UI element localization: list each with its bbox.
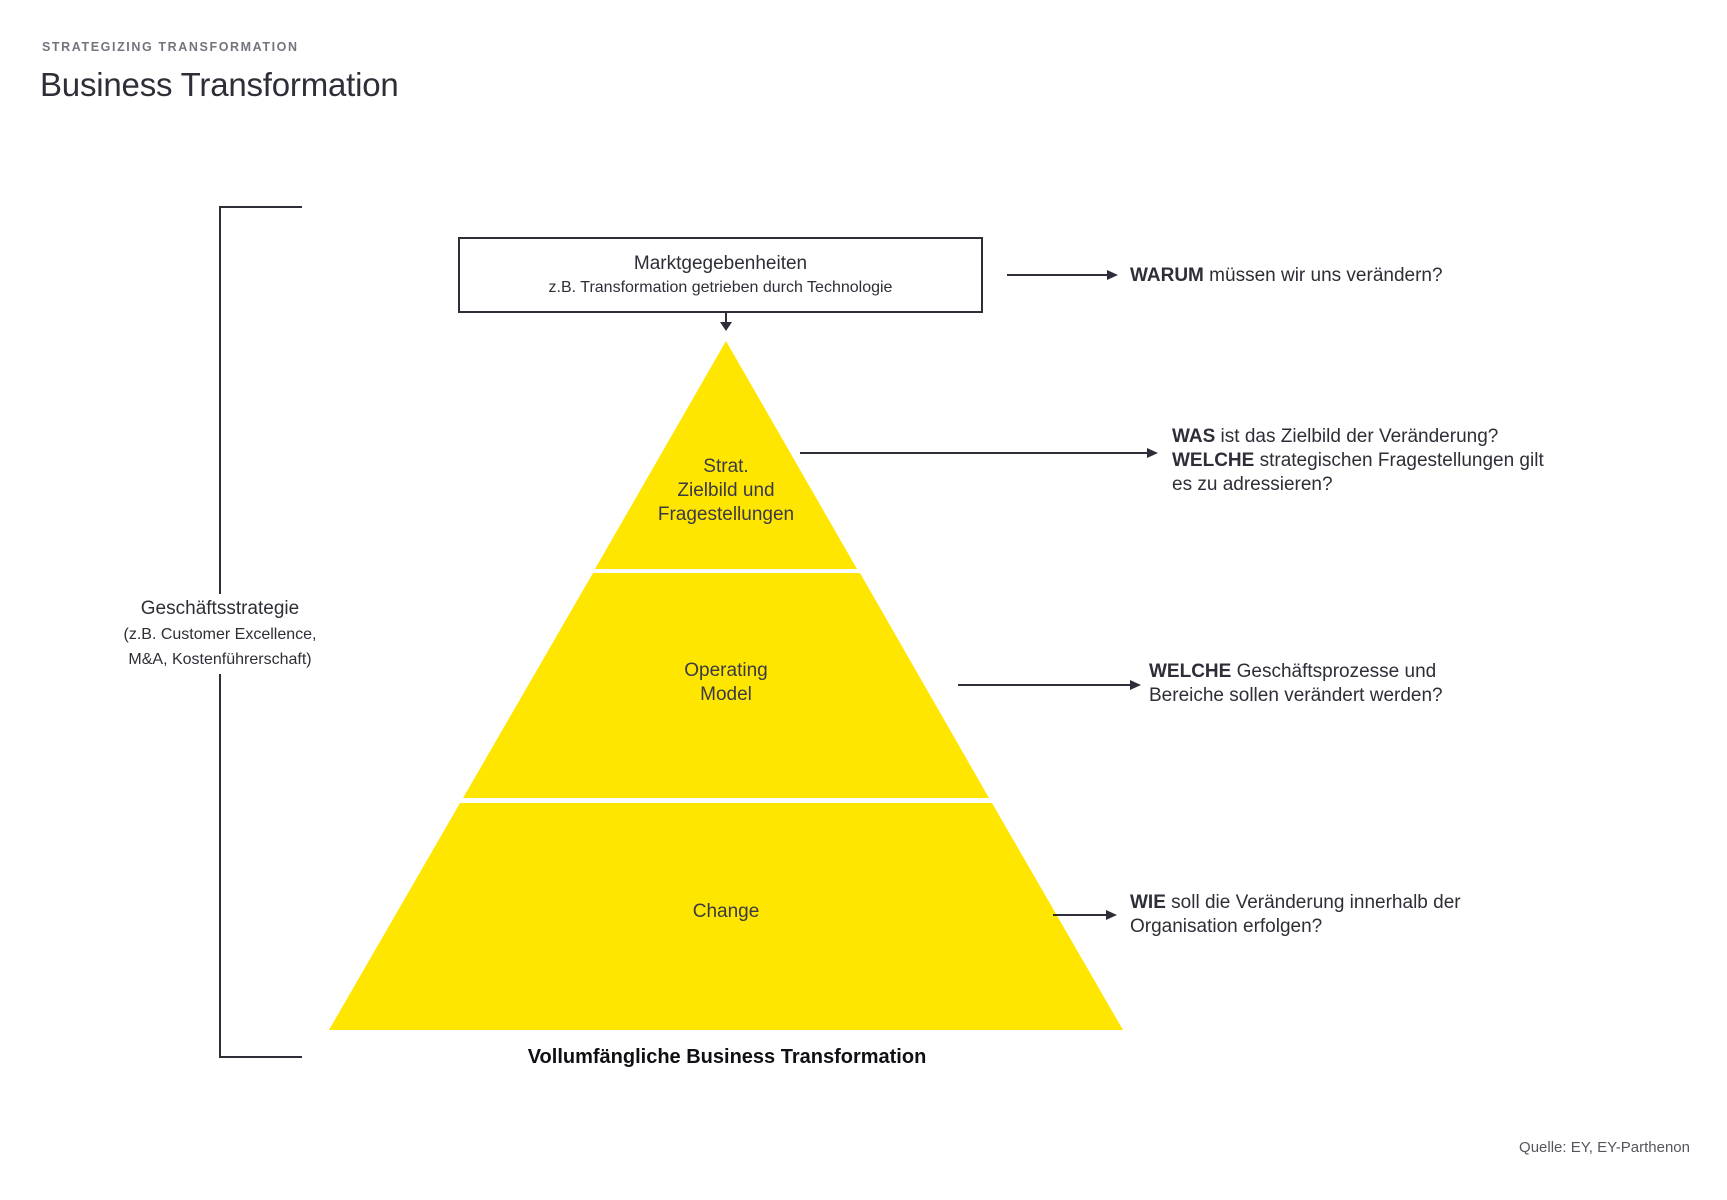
annotation-warum: WARUM müssen wir uns verändern? <box>1130 264 1443 288</box>
annotation-was-line1: WAS ist das Zielbild der Veränderung? <box>1172 425 1544 449</box>
bracket-label: Geschäftsstrategie (z.B. Customer Excell… <box>90 594 350 674</box>
annotation-wie: WIE soll die Veränderung innerhalb der O… <box>1130 891 1461 939</box>
annotation-wie-text: soll die Veränderung innerhalb der <box>1165 892 1461 913</box>
annotation-wie-arrow-line <box>1053 914 1106 916</box>
annotation-welche-arrow-line <box>958 684 1130 686</box>
annotation-welche-arrow-icon <box>1130 680 1141 690</box>
annotation-welche-line2: Bereiche sollen verändert werden? <box>1149 684 1443 708</box>
arrow-down-icon <box>720 322 732 331</box>
annotation-warum-arrow-line <box>1007 274 1107 276</box>
annotation-was-arrow-line <box>800 452 1147 454</box>
annotation-warum-arrow-icon <box>1107 270 1118 280</box>
annotation-welche-text2: Bereiche sollen verändert werden? <box>1149 685 1443 706</box>
pyramid-level-operating-model-label: Operating Model <box>586 659 866 707</box>
annotation-was-text3: es zu adressieren? <box>1172 474 1333 495</box>
annotation-warum-text: müssen wir uns verändern? <box>1203 265 1443 286</box>
annotation-wie-line1: WIE soll die Veränderung innerhalb der <box>1130 891 1461 915</box>
pyramid-caption: Vollumfängliche Business Transformation <box>527 1046 927 1068</box>
market-box: Marktgegebenheiten z.B. Transformation g… <box>458 237 983 313</box>
bracket-label-title: Geschäftsstrategie <box>140 598 300 619</box>
annotation-was-line3: es zu adressieren? <box>1172 473 1544 497</box>
bracket-bottom-arm <box>219 1056 302 1058</box>
annotation-was-line2: WELCHE strategischen Fragestellungen gil… <box>1172 449 1544 473</box>
arrow-down-line <box>725 311 727 322</box>
annotation-was-keyword: WAS <box>1172 426 1216 447</box>
annotation-welche: WELCHE Geschäftsprozesse und Bereiche so… <box>1149 660 1443 708</box>
pyramid-level-strat-line2: Zielbild und <box>677 480 775 501</box>
annotation-warum-line1: WARUM müssen wir uns verändern? <box>1130 264 1443 288</box>
pyramid-level-change-line1: Change <box>692 901 760 922</box>
bracket-top-arm <box>219 206 302 208</box>
annotation-welche2-text: strategischen Fragestellungen gilt <box>1254 450 1544 471</box>
pyramid-level-strat-line3: Fragestellungen <box>657 504 795 525</box>
source-label: Quelle: EY, EY-Parthenon <box>1519 1139 1690 1156</box>
annotation-was-text: ist das Zielbild der Veränderung? <box>1215 426 1499 447</box>
annotation-welche-line1: WELCHE Geschäftsprozesse und <box>1149 660 1443 684</box>
annotation-welche2-keyword: WELCHE <box>1172 450 1255 471</box>
eyebrow-label: STRATEGIZING TRANSFORMATION <box>42 40 299 54</box>
annotation-welche-keyword: WELCHE <box>1149 661 1232 682</box>
annotation-wie-text2: Organisation erfolgen? <box>1130 916 1323 937</box>
page-title: Business Transformation <box>40 66 399 103</box>
pyramid-level-om-line1: Operating <box>684 660 768 681</box>
annotation-wie-line2: Organisation erfolgen? <box>1130 915 1461 939</box>
annotation-welche-text: Geschäftsprozesse und <box>1231 661 1437 682</box>
annotation-warum-keyword: WARUM <box>1130 265 1204 286</box>
annotation-wie-keyword: WIE <box>1130 892 1166 913</box>
bracket-label-line2: M&A, Kostenführerschaft) <box>128 651 312 668</box>
pyramid-level-change-label: Change <box>586 900 866 924</box>
pyramid-level-strat-label: Strat. Zielbild und Fragestellungen <box>586 455 866 527</box>
market-box-subtitle: z.B. Transformation getrieben durch Tech… <box>548 279 893 296</box>
annotation-wie-arrow-icon <box>1106 910 1117 920</box>
pyramid-level-strat-line1: Strat. <box>703 456 749 477</box>
pyramid-level-om-line2: Model <box>700 684 752 705</box>
annotation-was-arrow-icon <box>1147 448 1158 458</box>
bracket-label-line1: (z.B. Customer Excellence, <box>123 626 317 643</box>
market-box-title: Marktgegebenheiten <box>633 253 808 274</box>
annotation-was-welche: WAS ist das Zielbild der Veränderung? WE… <box>1172 425 1544 497</box>
